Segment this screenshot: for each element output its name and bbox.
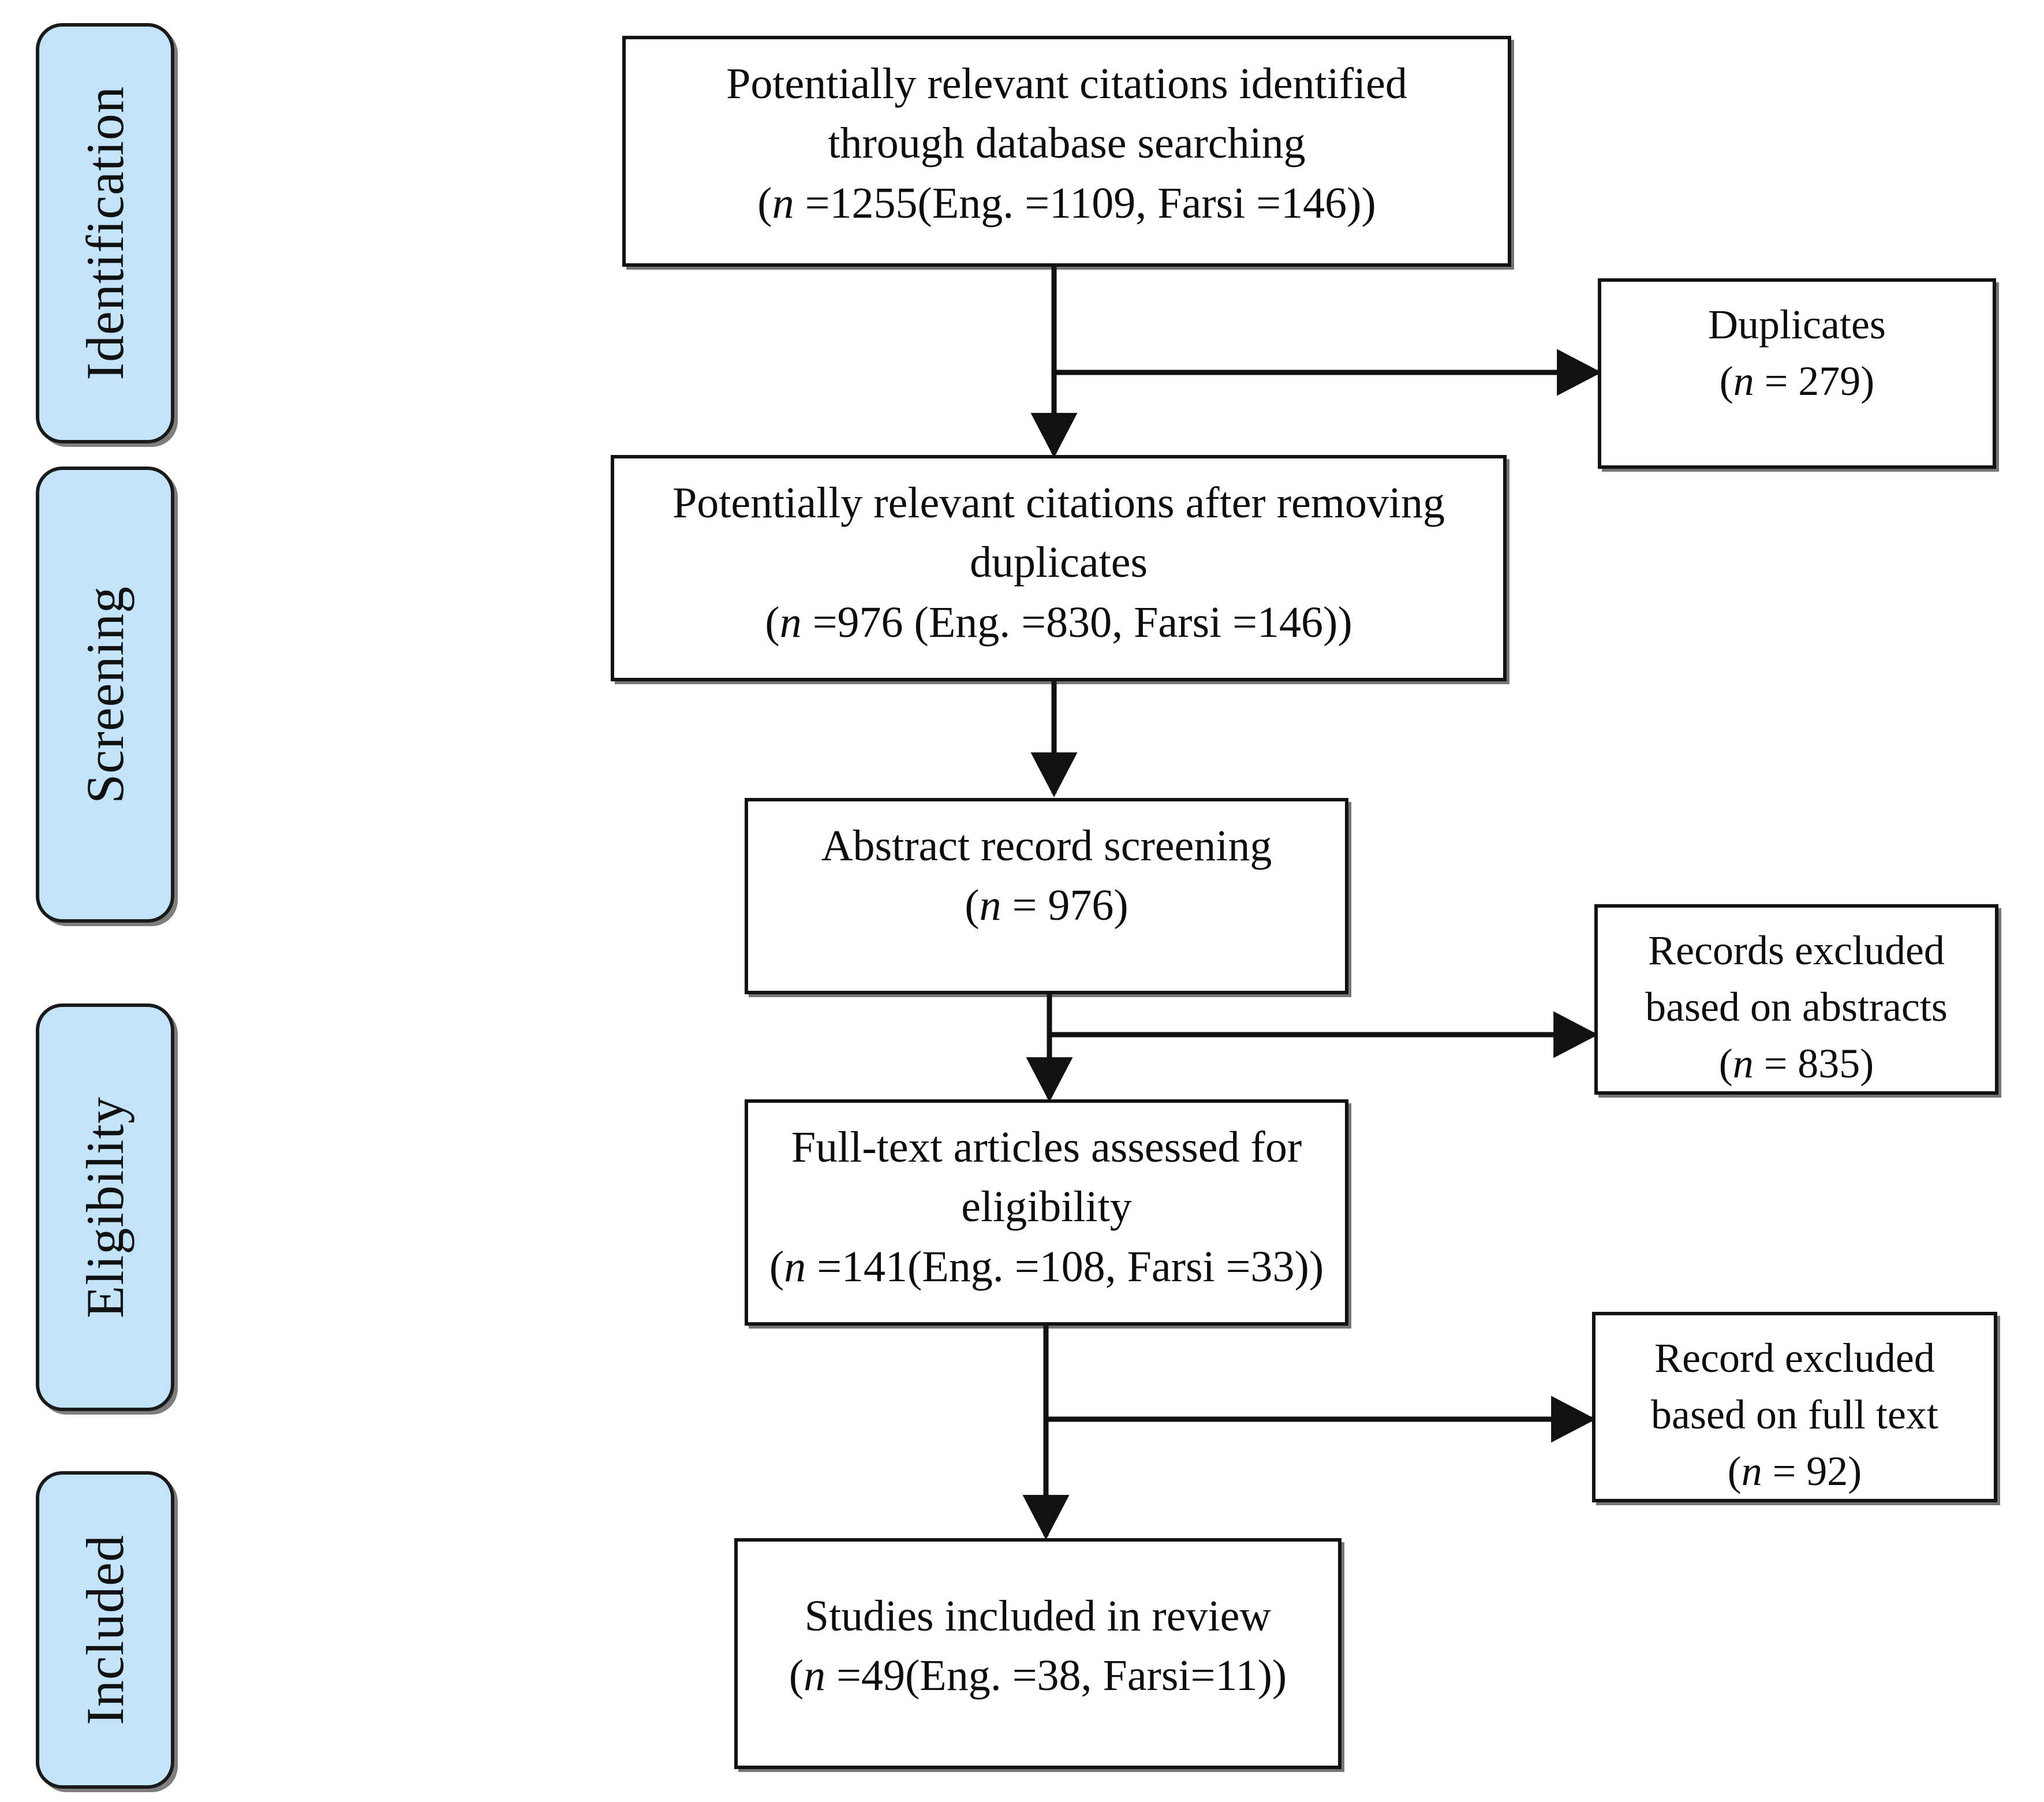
box-identified-count: (n =1255(Eng. =1109, Farsi =146)) — [643, 174, 1490, 233]
box-record-excluded-full-text: Record excluded based on full text (n = … — [1592, 1312, 1997, 1502]
stage-label-eligibility: Eligibility — [76, 1096, 134, 1319]
count-value: =1255(Eng. =1109, Farsi =146)) — [794, 178, 1376, 227]
count-value: = 835) — [1753, 1040, 1874, 1087]
box-excluded-full-text-line-2: based on full text — [1651, 1391, 1938, 1438]
n-symbol: n — [1733, 357, 1754, 404]
stage-pill-eligibility: Eligibility — [36, 1003, 174, 1411]
box-identified-line-2: through database searching — [828, 119, 1306, 168]
n-symbol: n — [1741, 1447, 1762, 1494]
box-duplicates: Duplicates (n = 279) — [1598, 278, 1996, 469]
box-abstract-screening-line-1: Abstract record screening — [821, 822, 1272, 870]
box-included-line-1: Studies included in review — [804, 1592, 1272, 1640]
box-duplicates-count: (n = 279) — [1619, 353, 1975, 410]
stage-pill-included: Included — [36, 1471, 174, 1789]
stage-label-identification: Identification — [76, 86, 134, 380]
paren-open: ( — [965, 881, 980, 930]
paren-open: ( — [1719, 357, 1733, 404]
count-value: = 279) — [1754, 357, 1875, 404]
box-excluded-abstracts-line-1: Records excluded — [1648, 927, 1945, 973]
box-studies-included: Studies included in review (n =49(Eng. =… — [734, 1538, 1342, 1769]
count-value: =141(Eng. =108, Farsi =33)) — [806, 1242, 1324, 1291]
count-value: =976 (Eng. =830, Farsi =146)) — [801, 598, 1352, 647]
stage-pill-screening: Screening — [36, 467, 174, 923]
box-full-text-assessed: Full-text articles assessed for eligibil… — [745, 1099, 1348, 1326]
paren-open: ( — [757, 178, 772, 227]
box-after-duplicates-line-2: duplicates — [969, 538, 1148, 587]
paren-open: ( — [789, 1651, 804, 1700]
paren-open: ( — [769, 1242, 784, 1291]
box-after-duplicates-count: (n =976 (Eng. =830, Farsi =146)) — [631, 593, 1486, 652]
paren-open: ( — [1727, 1447, 1742, 1494]
n-symbol: n — [784, 1242, 806, 1291]
box-records-excluded-abstracts: Records excluded based on abstracts (n =… — [1594, 904, 1998, 1095]
count-value: = 92) — [1762, 1447, 1862, 1494]
box-abstract-record-screening: Abstract record screening (n = 976) — [745, 798, 1348, 994]
box-duplicates-line-1: Duplicates — [1708, 301, 1886, 348]
box-full-text-line-2: eligibility — [961, 1182, 1132, 1232]
paren-open: ( — [765, 598, 780, 647]
count-value: =49(Eng. =38, Farsi=11)) — [825, 1651, 1287, 1700]
box-excluded-abstracts-count: (n = 835) — [1615, 1036, 1978, 1092]
box-identified-citations: Potentially relevant citations identifie… — [622, 36, 1511, 267]
box-after-removing-duplicates: Potentially relevant citations after rem… — [611, 455, 1507, 681]
box-excluded-full-text-count: (n = 92) — [1613, 1443, 1976, 1500]
stage-pill-identification: Identification — [36, 23, 174, 443]
box-excluded-full-text-line-1: Record excluded — [1654, 1335, 1935, 1381]
box-full-text-count: (n =141(Eng. =108, Farsi =33)) — [765, 1237, 1328, 1297]
stage-label-screening: Screening — [76, 585, 134, 804]
n-symbol: n — [772, 178, 794, 227]
stage-label-included: Included — [76, 1535, 134, 1725]
n-symbol: n — [804, 1651, 826, 1700]
box-full-text-line-1: Full-text articles assessed for — [791, 1123, 1302, 1172]
n-symbol: n — [1732, 1040, 1754, 1087]
box-included-count: (n =49(Eng. =38, Farsi=11)) — [755, 1646, 1321, 1706]
n-symbol: n — [779, 598, 802, 647]
paren-open: ( — [1718, 1040, 1733, 1087]
box-abstract-screening-count: (n = 976) — [765, 876, 1328, 935]
n-symbol: n — [979, 881, 1002, 930]
box-identified-line-1: Potentially relevant citations identifie… — [726, 59, 1407, 108]
box-excluded-abstracts-line-2: based on abstracts — [1645, 983, 1948, 1030]
count-value: = 976) — [1001, 881, 1129, 930]
box-after-duplicates-line-1: Potentially relevant citations after rem… — [672, 479, 1445, 527]
